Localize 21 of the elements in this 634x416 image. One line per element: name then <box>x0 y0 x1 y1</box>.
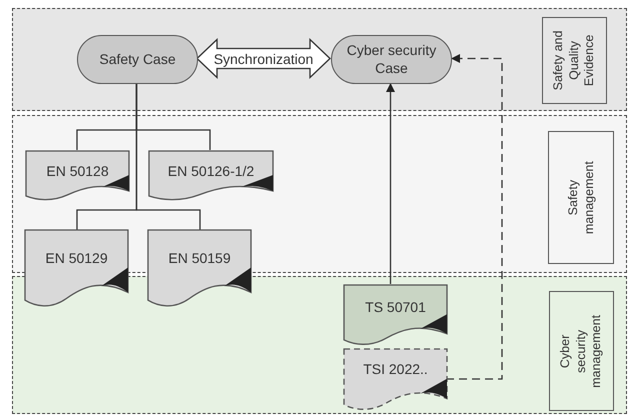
arrow <box>386 83 396 284</box>
lane-label: Safety management <box>565 161 596 234</box>
swimlane-band <box>12 276 627 414</box>
arrow <box>446 54 503 380</box>
document-label: EN 50126-1/2 <box>166 163 256 179</box>
document-label: EN 50159 <box>167 250 232 266</box>
document-label: TSI 2022.. <box>362 361 429 377</box>
edge-label: Synchronization <box>214 52 314 66</box>
lane-label-box <box>549 291 614 411</box>
document-label: EN 50129 <box>44 250 109 266</box>
case-terminal: Cyber security Case <box>331 35 452 84</box>
document-label: EN 50128 <box>45 163 110 179</box>
lane-label: Safety and Quality Evidence <box>551 30 598 92</box>
swimlane-band <box>12 115 627 273</box>
swimlane-band <box>12 8 627 111</box>
connector-line <box>136 83 201 230</box>
case-terminal: Safety Case <box>77 35 198 84</box>
lane-label-box <box>542 17 607 104</box>
lane-label: Cyber security management <box>558 314 604 388</box>
lane-label-box <box>548 131 614 264</box>
document-label: TS 50701 <box>364 299 427 315</box>
